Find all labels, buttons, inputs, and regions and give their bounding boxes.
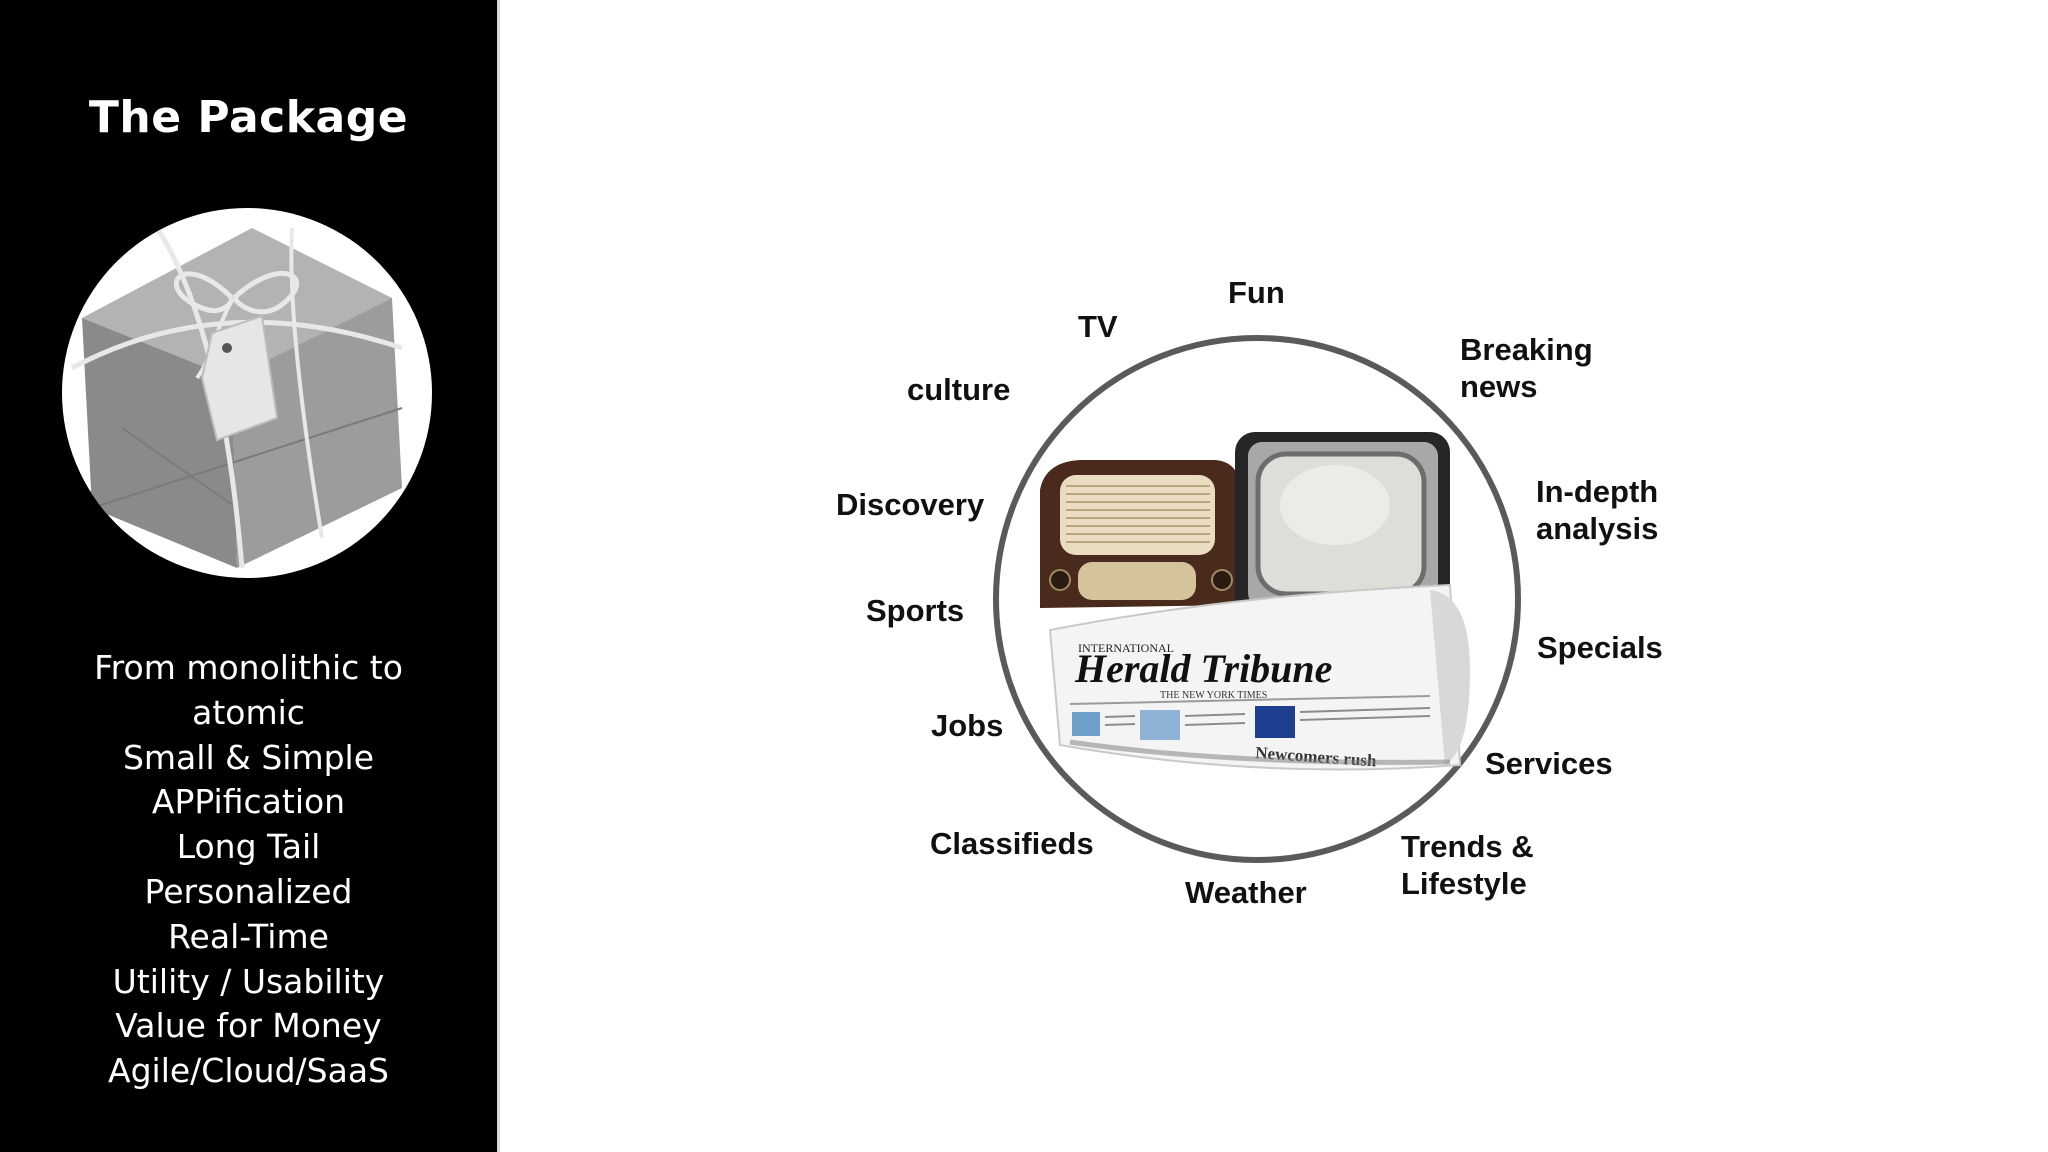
label-in-depth-analysis: In-depth analysis [1536, 474, 1659, 546]
label-weather: Weather [1185, 875, 1307, 910]
media-illustration: INTERNATIONAL Herald Tribune THE NEW YOR… [1040, 432, 1470, 770]
slide-title: The Package [88, 92, 409, 143]
list-item: Long Tail [176, 827, 321, 867]
label-tv: TV [1078, 309, 1118, 344]
label-specials: Specials [1537, 630, 1663, 665]
panel-divider [497, 0, 500, 1152]
label-sports: Sports [866, 593, 965, 628]
list-item: Value for Money [115, 1006, 382, 1046]
svg-text:Herald Tribune: Herald Tribune [1074, 646, 1332, 691]
label-classifieds: Classifieds [930, 826, 1094, 861]
gift-box-illustration [70, 226, 403, 569]
label-fun: Fun [1228, 275, 1285, 310]
list-item: Utility / Usability [112, 961, 385, 1001]
list-item: From monolithic to [94, 648, 403, 687]
radio-icon [1040, 460, 1242, 608]
label-discovery: Discovery [836, 487, 985, 522]
svg-text:INTERNATIONAL: INTERNATIONAL [1078, 641, 1174, 655]
label-trends-lifestyle: Trends & Lifestyle [1401, 829, 1534, 901]
package-image [62, 208, 432, 578]
list-item: Personalized [144, 871, 353, 911]
feature-list: From monolithic to atomic Small & Simple… [0, 646, 497, 1094]
tv-icon [1235, 432, 1450, 622]
list-item: Small & Simple [122, 737, 375, 777]
label-culture: culture [907, 372, 1011, 407]
label-services: Services [1485, 746, 1613, 781]
list-item: atomic [192, 692, 305, 732]
svg-text:THE NEW YORK TIMES: THE NEW YORK TIMES [1160, 690, 1267, 701]
label-breaking-news: Breaking news [1460, 332, 1593, 404]
newspaper-icon: INTERNATIONAL Herald Tribune THE NEW YOR… [1048, 583, 1470, 770]
list-item: Real-Time [168, 916, 329, 956]
list-item: Agile/Cloud/SaaS [108, 1051, 389, 1091]
sidebar: The Package From monolithic to [0, 0, 497, 1152]
list-item: APPification [151, 782, 346, 822]
label-jobs: Jobs [931, 708, 1004, 743]
